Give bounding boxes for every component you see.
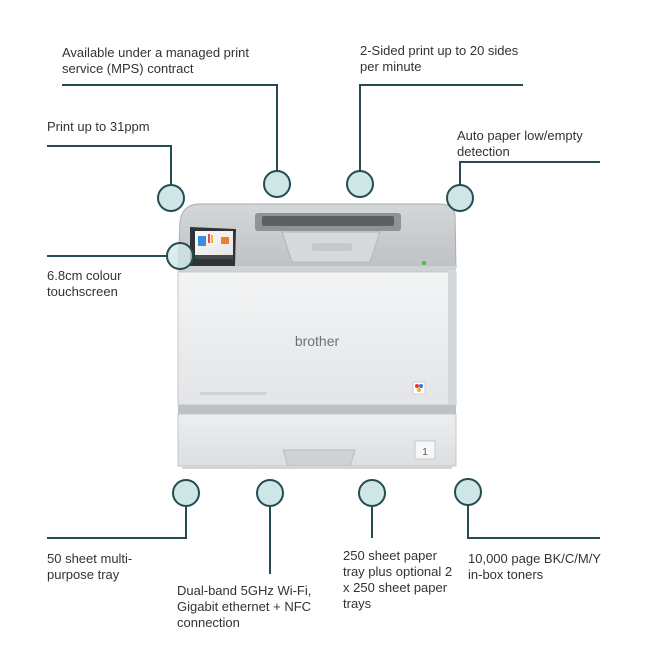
callout-toners-marker <box>454 478 482 506</box>
callout-mps-line <box>62 84 278 171</box>
callout-autopaper-label: Auto paper low/empty detection <box>457 128 583 159</box>
callout-toners-line <box>467 505 600 539</box>
callout-duplex-label: 2-Sided print up to 20 sides per minute <box>360 43 519 74</box>
callout-speed-marker <box>157 184 185 212</box>
callout-lines <box>47 84 600 574</box>
colour-logo-icon <box>412 381 426 395</box>
callout-speed-label: Print up to 31ppm <box>47 119 150 134</box>
callout-mptray-marker <box>172 479 200 507</box>
callout-autopaper-marker <box>446 184 474 212</box>
touchscreen <box>190 227 236 266</box>
callout-wifi-marker <box>256 479 284 507</box>
callout-autopaper-line <box>459 161 600 185</box>
callout-mps-marker <box>263 170 291 198</box>
callout-mptray-line <box>47 507 187 539</box>
callout-papertray-marker <box>358 479 386 507</box>
tray-number: 1 <box>422 447 428 458</box>
callout-touchscreen-label: 6.8cm colour touchscreen <box>47 268 122 299</box>
callout-mps-label: Available under a managed print service … <box>62 45 249 76</box>
callout-duplex-line <box>359 84 523 171</box>
brand-logo-text: brother <box>295 333 340 349</box>
callout-speed-line <box>47 145 172 184</box>
callout-papertray-label: 250 sheet paper tray plus optional 2 x 2… <box>343 548 453 611</box>
callout-toners-label: 10,000 page BK/C/M/Y in-box toners <box>468 551 601 582</box>
callout-duplex-marker <box>346 170 374 198</box>
status-led <box>422 261 426 265</box>
callout-mptray-label: 50 sheet multi-purpose tray <box>47 551 133 582</box>
printer-body <box>177 203 457 469</box>
callout-wifi-label: Dual-band 5GHz Wi-Fi, Gigabit ethernet +… <box>177 583 312 630</box>
callout-touchscreen-marker <box>166 242 194 270</box>
